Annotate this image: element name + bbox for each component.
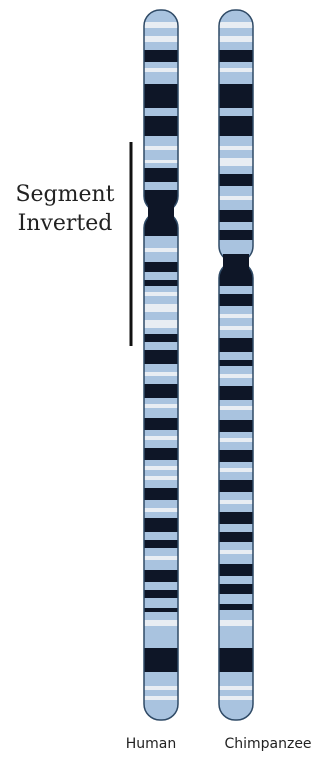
chimp-short-arm [219, 10, 253, 262]
human-band [144, 304, 178, 312]
chimp-band [219, 620, 253, 626]
chimp-band [219, 438, 253, 442]
chimp-band [219, 68, 253, 72]
human-band [144, 570, 178, 582]
human-band [144, 350, 178, 364]
human-band [144, 608, 178, 612]
chimp-band [219, 648, 253, 672]
human-band [144, 696, 178, 700]
human-band [144, 168, 178, 182]
human-band [144, 518, 178, 532]
segment-label-line2: Inverted [6, 209, 124, 238]
chimp-band [219, 360, 253, 366]
human-long-arm [144, 212, 178, 720]
human-band [144, 384, 178, 398]
chimp-band [219, 584, 253, 594]
human-centromere [148, 204, 174, 220]
segment-inverted-label: Segment Inverted [6, 180, 124, 238]
human-band [144, 466, 178, 470]
human-band [144, 22, 178, 28]
human-band [144, 404, 178, 408]
chimp-band [219, 294, 253, 306]
chimp-centromere [223, 254, 249, 270]
chimp-band [219, 480, 253, 492]
chimp-band [219, 374, 253, 378]
chimp-band [219, 210, 253, 222]
human-label: Human [126, 736, 177, 752]
human-band [144, 648, 178, 672]
human-band [144, 292, 178, 296]
human-band [144, 50, 178, 62]
chimp-band [219, 604, 253, 610]
chimp-band [219, 468, 253, 472]
chimp-band [219, 550, 253, 554]
human-band [144, 540, 178, 548]
human-band [144, 280, 178, 286]
human-band [144, 590, 178, 598]
human-band [144, 620, 178, 626]
chimp-band [219, 512, 253, 524]
human-band [144, 68, 178, 72]
chimp-band [219, 500, 253, 504]
chimp-band [219, 686, 253, 690]
human-band [144, 418, 178, 430]
chimp-band [219, 314, 253, 318]
chimp-band [219, 406, 253, 410]
human-band [144, 508, 178, 512]
chimp-band [219, 116, 253, 136]
chimp-band [219, 696, 253, 700]
chimp-band [219, 174, 253, 186]
human-band [144, 160, 178, 163]
chimp-band [219, 146, 253, 150]
human-band [144, 84, 178, 108]
human-band [144, 36, 178, 42]
chimp-band [219, 36, 253, 42]
human-band [144, 146, 178, 150]
chimp-band [219, 450, 253, 462]
chimp-band [219, 22, 253, 28]
chimp-band [219, 386, 253, 400]
chimp-band [219, 196, 253, 200]
human-band [144, 372, 178, 376]
human-band [144, 476, 178, 480]
human-band [144, 320, 178, 328]
human-band [144, 248, 178, 252]
chimp-band [219, 326, 253, 330]
human-band [144, 436, 178, 440]
human-band [144, 262, 178, 272]
chimp-band [219, 230, 253, 240]
chimpanzee-chromosome [219, 10, 253, 720]
human-band [144, 334, 178, 342]
human-band [144, 488, 178, 500]
chimp-long-arm [219, 262, 253, 720]
human-band [144, 556, 178, 560]
chimp-band [219, 84, 253, 108]
chimp-band [219, 564, 253, 576]
segment-label-line1: Segment [6, 180, 124, 209]
human-chromosome [144, 10, 178, 720]
human-band [144, 116, 178, 136]
chimp-band [219, 532, 253, 542]
human-band [144, 686, 178, 690]
chimp-band [219, 420, 253, 432]
human-band [144, 448, 178, 460]
chimp-band [219, 158, 253, 166]
chimp-band [219, 338, 253, 352]
chimpanzee-label: Chimpanzee [224, 736, 311, 752]
chimp-band [219, 50, 253, 62]
human-short-arm [144, 10, 178, 212]
